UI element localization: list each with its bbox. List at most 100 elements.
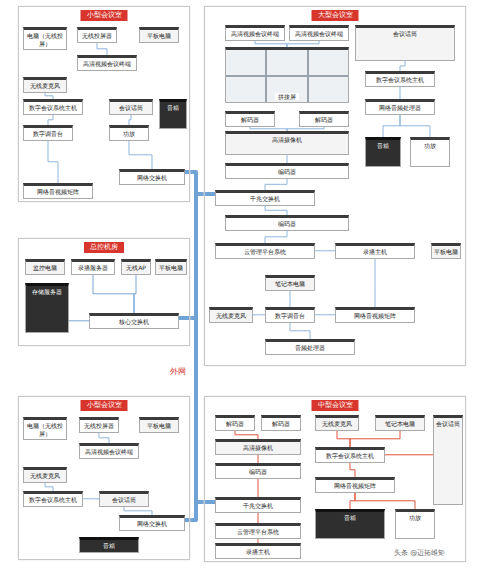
connector-line — [375, 259, 376, 308]
connector-line — [179, 318, 196, 520]
room-title: 中型会议室 — [312, 400, 359, 411]
device-label: 音频处理器 — [295, 344, 325, 351]
device-label: 平板电脑 — [147, 422, 171, 429]
device-box: 电脑（无线投屏） — [23, 27, 67, 50]
device-box: 网络交换机 — [119, 169, 185, 185]
device-box: 解码器 — [225, 111, 275, 127]
device-box: 网络音视频矩阵 — [23, 183, 93, 199]
terminal-box: 无线麦克风 — [315, 415, 359, 431]
terminal-box: 监控电脑 — [25, 259, 65, 275]
device-label: 音箱 — [344, 514, 356, 521]
device-label: 笔记本电脑 — [275, 280, 305, 287]
device-label: 功放 — [409, 514, 421, 521]
room-title: 总控机房 — [84, 242, 124, 253]
connector-line — [383, 115, 400, 138]
device-box: 录播服务器 — [71, 259, 115, 275]
device-label: 会议话筒 — [112, 496, 136, 503]
terminal-box: 笔记本电脑 — [265, 275, 315, 291]
device-box: 数字会议系统主机 — [365, 71, 435, 87]
connector-line — [265, 206, 287, 216]
device-box: 功放 — [410, 137, 450, 167]
device-label: 高清视频会议终端 — [295, 30, 343, 37]
device-box: 数字会议系统主机 — [23, 99, 83, 115]
connector-line — [290, 323, 310, 340]
network-label: 外网 — [168, 366, 188, 377]
device-box: 解码器 — [215, 415, 255, 431]
device-box: 云管理平台系统 — [215, 523, 301, 539]
connector-line — [350, 431, 400, 448]
device-label: 数字会议系统主机 — [326, 452, 374, 459]
connector-line — [253, 314, 265, 315]
device-label: 解码器 — [226, 420, 244, 427]
device-label: 网络音视频矩阵 — [334, 482, 376, 489]
terminal-box: 会议话筒 — [433, 415, 463, 505]
device-label: 监控电脑 — [33, 264, 57, 271]
device-label: 网络交换机 — [137, 520, 167, 527]
device-box: 无线投屏器 — [79, 417, 119, 433]
terminal-box: 无线麦克风 — [23, 467, 67, 483]
device-label: 云管理平台系统 — [237, 528, 279, 535]
terminal-box: 平板电脑 — [155, 259, 187, 275]
device-label: 解码器 — [241, 116, 259, 123]
device-box: 云管理平台系统 — [215, 243, 315, 259]
device-label: 录播主机 — [363, 248, 387, 255]
connector-line — [400, 87, 401, 100]
device-box: 千兆交换机 — [215, 497, 301, 513]
device-label: 笔记本电脑 — [385, 420, 415, 427]
device-label: 数字会议系统主机 — [29, 104, 77, 111]
terminal-box: 会议话筒 — [99, 491, 149, 507]
device-box: 数字调音台 — [265, 307, 315, 323]
device-label: 网络音视频矩阵 — [354, 312, 396, 319]
device-label: 千兆交换机 — [250, 195, 280, 202]
device-box: 数字调音台 — [23, 125, 73, 141]
device-label: 高清视频会议终端 — [231, 30, 279, 37]
room-panel: 小型会议室电脑（无线投屏）无线投屏器平板电脑高清视频会议终端无线麦克风数字会议系… — [18, 6, 190, 202]
device-label: 平板电脑 — [147, 32, 171, 39]
device-label: 编码器 — [278, 220, 296, 227]
connector-line — [350, 463, 355, 478]
device-box: 解码器 — [261, 415, 301, 431]
device-box: 编码器 — [215, 463, 301, 479]
device-box: 千兆交换机 — [215, 190, 315, 206]
device-label: 高清摄像机 — [272, 136, 302, 143]
connector-line — [179, 194, 215, 318]
room-panel: 大型会议室高清视频会议终端高清视频会议终端拼接屏会议话筒数字会议系统主机解码器解… — [204, 6, 466, 366]
connector-line — [400, 61, 405, 71]
device-label: 平板电脑 — [434, 248, 458, 255]
device-box: 高清视频会议终端 — [289, 25, 349, 41]
room-title: 大型会议室 — [312, 10, 359, 21]
device-label: 录播服务器 — [78, 264, 108, 271]
watermark: 头条 @迈拓维矩 — [392, 548, 447, 558]
terminal-box: 高清摄像机 — [225, 131, 349, 155]
device-label: 音箱 — [167, 104, 179, 111]
device-label: 会议话筒 — [436, 420, 460, 427]
device-label: 高清视频会议终端 — [83, 60, 131, 67]
device-label: 千兆交换机 — [243, 502, 273, 509]
connector-line — [385, 454, 433, 455]
device-label: 无线麦克风 — [30, 472, 60, 479]
device-label: 拼接屏 — [275, 93, 299, 101]
room-title: 小型会议室 — [81, 400, 128, 411]
device-box: 数字会议系统主机 — [315, 447, 385, 463]
device-box: 网络音频处理器 — [365, 99, 435, 115]
device-label: 网络音视频矩阵 — [37, 188, 79, 195]
connector-line — [124, 507, 152, 516]
device-box: 功放 — [109, 125, 149, 141]
device-box: 录播主机 — [335, 243, 415, 259]
device-label: 数字调音台 — [275, 312, 305, 319]
connector-line — [265, 231, 287, 244]
device-label: 功放 — [424, 142, 436, 149]
connector-line — [97, 43, 107, 56]
device-label: 会议话筒 — [119, 104, 143, 111]
device-label: 平板电脑 — [159, 264, 183, 271]
connector-line — [179, 172, 196, 318]
device-label: 编码器 — [249, 468, 267, 475]
terminal-box: 平板电脑 — [431, 243, 461, 259]
device-box: 高清视频会议终端 — [79, 443, 139, 459]
device-label: 数字会议系统主机 — [29, 496, 77, 503]
device-label: 解码器 — [315, 116, 333, 123]
connector-line — [258, 513, 259, 524]
device-box: 网络音视频矩阵 — [315, 477, 395, 493]
device-label: 电脑（无线投屏） — [27, 422, 63, 437]
connector-line — [99, 433, 109, 444]
